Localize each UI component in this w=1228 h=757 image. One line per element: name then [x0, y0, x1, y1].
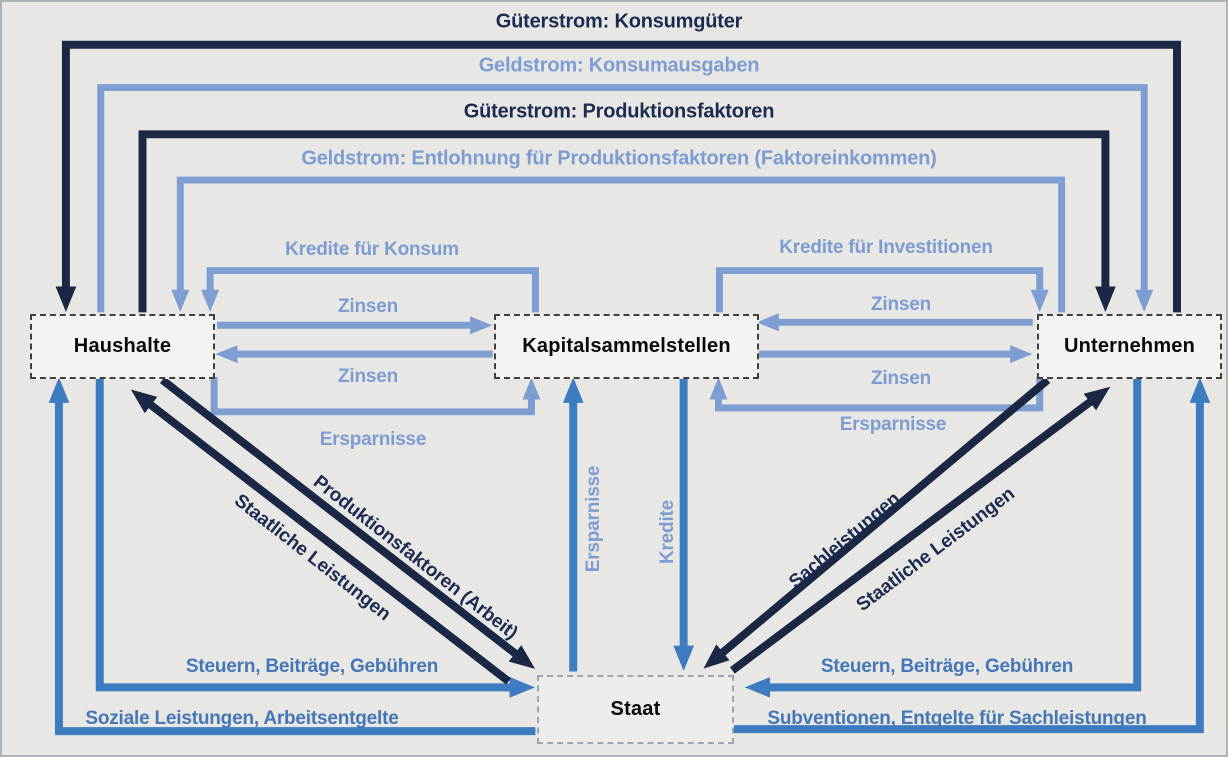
label-zinsen-links-oben: Zinsen	[337, 296, 399, 317]
label-kredite-staat: Kredite	[657, 499, 678, 565]
arrow-steuern-haushalte	[95, 377, 536, 698]
label-gueterstrom-produktionsfaktoren: Güterstrom: Produktionsfaktoren	[463, 100, 775, 123]
box-unternehmen: Unternehmen	[1037, 314, 1222, 379]
arrow-gueterstrom-produktionsfaktoren	[138, 130, 1116, 313]
arrow-produktionsfaktoren-arbeit	[159, 376, 536, 669]
box-staat: Staat	[537, 675, 734, 744]
arrow-staatliche-leistungen-haushalte	[130, 389, 511, 685]
label-zinsen-links-unten: Zinsen	[337, 366, 399, 387]
label-geldstrom-konsumausgaben: Geldstrom: Konsumausgaben	[478, 54, 760, 77]
label-subventionen: Subventionen, Entgelte für Sachleistunge…	[767, 708, 1147, 729]
label-soziale-leistungen: Soziale Leistungen, Arbeitsentgelte	[85, 708, 399, 729]
arrow-sachleistungen	[703, 376, 1051, 669]
arrow-geldstrom-konsumausgaben	[97, 84, 1154, 313]
label-gueterstrom-konsumgueter: Güterstrom: Konsumgüter	[495, 10, 743, 33]
label-zinsen-rechts-oben: Zinsen	[870, 294, 932, 315]
arrow-kredite-fuer-investitionen	[715, 267, 1049, 313]
label-steuern-haushalte: Steuern, Beiträge, Gebühren	[185, 656, 439, 677]
label-ersparnisse-unternehmen: Ersparnisse	[839, 414, 947, 435]
box-kapitalsammelstellen: Kapitalsammelstellen	[494, 314, 759, 379]
arrow-ersparnisse-unternehmen	[709, 377, 1044, 412]
label-zinsen-rechts-unten: Zinsen	[870, 368, 932, 389]
label-kredite-fuer-investitionen: Kredite für Investitionen	[779, 237, 993, 258]
label-kredite-fuer-konsum: Kredite für Konsum	[285, 239, 459, 260]
label-geldstrom-entlohnung: Geldstrom: Entlohnung für Produktionsfak…	[301, 147, 937, 170]
arrow-ersparnisse-haushalte	[210, 377, 541, 416]
label-ersparnisse-staat: Ersparnisse	[583, 465, 604, 573]
label-ersparnisse-haushalte: Ersparnisse	[319, 429, 427, 450]
arrow-steuern-unternehmen	[744, 377, 1142, 698]
arrow-soziale-leistungen	[48, 377, 536, 736]
label-steuern-unternehmen: Steuern, Beiträge, Gebühren	[820, 656, 1074, 677]
arrow-geldstrom-entlohnung	[171, 176, 1066, 313]
arrow-gueterstrom-konsumgueter	[55, 40, 1181, 313]
arrow-staatliche-leistungen-unternehmen	[729, 386, 1111, 674]
box-haushalte: Haushalte	[30, 314, 215, 379]
arrow-subventionen	[731, 377, 1211, 734]
arrow-kredite-fuer-konsum	[201, 267, 539, 313]
